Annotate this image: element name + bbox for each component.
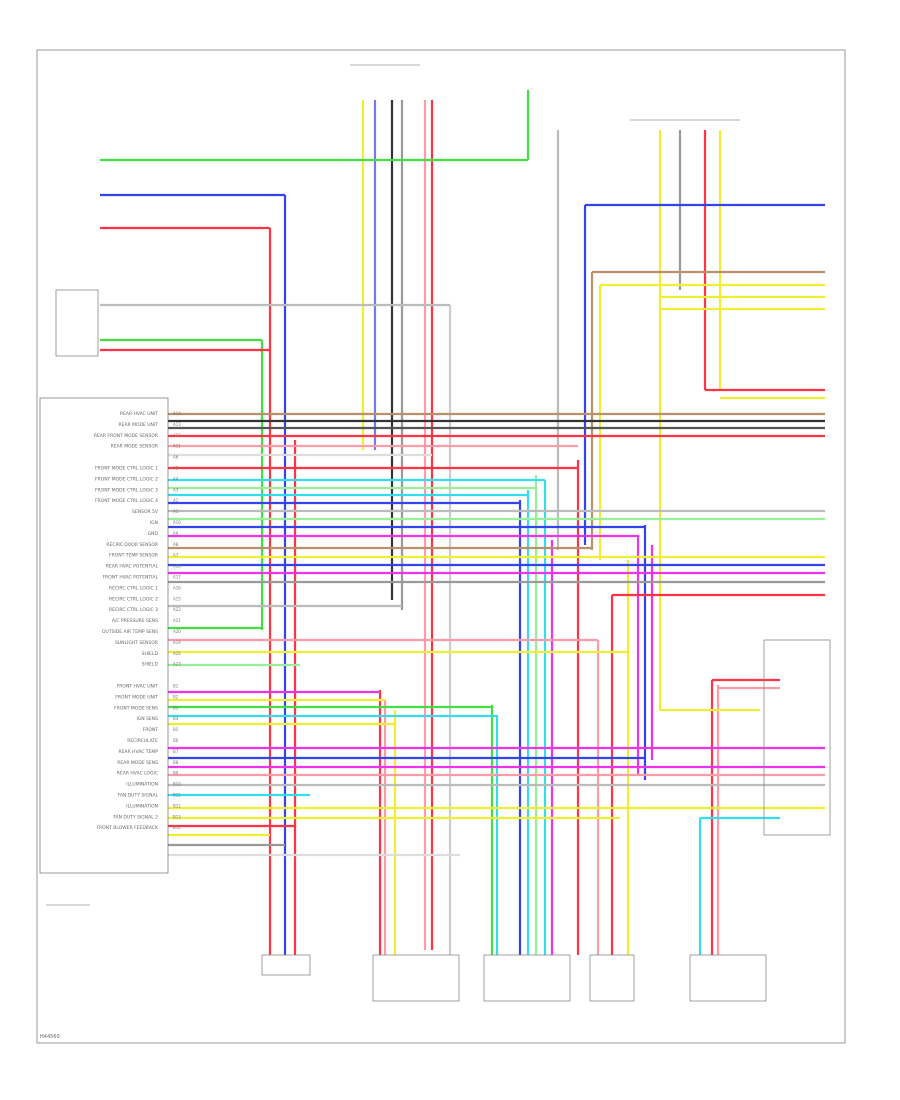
control-unit-row-label: GND xyxy=(148,531,159,537)
page-code: H44560 xyxy=(40,1034,60,1040)
control-unit-row-label: A/C PRESSURE SENS xyxy=(112,618,158,624)
control-unit-box xyxy=(39,397,169,874)
audio-unit-box xyxy=(689,954,767,1002)
control-unit-pin-label: A1 xyxy=(173,509,179,514)
control-unit-pin-label: B11 xyxy=(173,793,181,798)
control-unit-pin-label: A24 xyxy=(173,651,181,656)
ac-pressure-switch-box xyxy=(55,289,99,357)
control-unit-pin-label: A9 xyxy=(173,531,179,536)
control-unit-row-label: FRONT MODE UNIT xyxy=(115,694,158,700)
control-unit-pin-label: A4 xyxy=(173,476,179,481)
control-unit-pin-label: B5 xyxy=(173,727,179,732)
front-hvac-connector-box xyxy=(372,954,460,1002)
control-unit-pin-label: B8 xyxy=(173,760,179,765)
control-unit-row-label: REAR FRONT MODE SENSOR xyxy=(94,433,158,439)
control-unit-row-label: FRONT MODE CTRL LOGIC 2 xyxy=(95,476,158,482)
control-unit-row-label: RECIRC CTRL LOGIC 1 xyxy=(109,585,158,591)
auxiliary-unit-box xyxy=(763,639,831,836)
control-unit-row-label: RECIRC CTRL LOGIC 3 xyxy=(109,607,158,613)
control-unit-row-label: FAN DUTY SIGNAL 2 xyxy=(113,814,158,820)
control-unit-row-label: ILLUMINATION xyxy=(126,803,158,809)
control-unit-pin-label: A3 xyxy=(173,487,179,492)
control-unit-pin-label: A19 xyxy=(173,640,181,645)
control-unit-pin-label: B10 xyxy=(173,782,181,787)
control-unit-pin-label: A11 xyxy=(173,444,181,449)
control-unit-pin-label: A12 xyxy=(173,433,181,438)
control-unit-pin-label: B3 xyxy=(173,705,179,710)
control-unit-row-label: RECIRC CTRL LOGIC 2 xyxy=(109,596,158,602)
control-unit-pin-label: A21 xyxy=(173,618,181,623)
control-unit-pin-label: A5 xyxy=(173,466,179,471)
control-unit-row-label: FRONT MODE CTRL LOGIC 4 xyxy=(95,498,158,504)
components xyxy=(39,64,831,1002)
control-unit-row-label: RECIRCULATE xyxy=(127,738,158,744)
control-unit-row-label: FRONT MODE CTRL LOGIC 1 xyxy=(95,466,158,472)
control-unit-row-label: REAR MODE SENSOR xyxy=(111,444,158,450)
control-unit-pin-label: A22 xyxy=(173,607,181,612)
control-unit-row-label: FRONT TEMP SENSOR xyxy=(109,553,158,559)
control-unit-pin-label: B6 xyxy=(173,738,179,743)
control-unit-row-label: FRONT xyxy=(143,727,159,733)
control-unit-pin-label: A20 xyxy=(173,629,181,634)
control-unit-pin-label: B1 xyxy=(173,684,179,689)
control-unit-row-label: IGN xyxy=(150,520,158,526)
control-unit-row-label: FRONT MODE SENS xyxy=(114,705,158,711)
control-unit-row-label: SENSOR 5V xyxy=(132,509,159,515)
control-unit-row-label: REAR MODE SENS xyxy=(117,760,158,766)
control-unit-row-label: SHIELD xyxy=(142,651,159,657)
control-unit-pin-label: A16 xyxy=(173,585,181,590)
control-unit-row-label: FRONT HVAC UNIT xyxy=(117,684,159,690)
control-unit-row-label: IGN SENS xyxy=(136,716,158,722)
control-unit-pin-label: A7 xyxy=(173,553,179,558)
control-unit-row-label: REAR HVAC LOGIC xyxy=(117,771,158,777)
front-mode-connector-box xyxy=(483,954,571,1002)
control-unit-row-label: FAN DUTY SIGNAL xyxy=(118,793,159,799)
control-unit-pin-label: A2 xyxy=(173,498,179,503)
control-unit-pin-label: A23 xyxy=(173,662,181,667)
control-unit-pin-label: B12 xyxy=(173,803,181,808)
control-unit-pin-label: A15 xyxy=(173,596,181,601)
control-unit-pin-label: A14 xyxy=(173,411,181,416)
control-unit-row-label: RECIRC DOOR SENSOR xyxy=(106,542,158,548)
control-unit-pin-label: B2 xyxy=(173,694,179,699)
control-unit-pin-label: B4 xyxy=(173,716,179,721)
control-unit-row-labels: REAR HVAC UNIT REAR MODE UNIT REAR FRONT M… xyxy=(94,411,159,831)
control-unit-row-label: REAR HVAC UNIT xyxy=(120,411,158,417)
control-unit-pin-label: A8 xyxy=(173,542,179,547)
control-unit-pin-labels: A14A13A12A11A6A5A4A3A2A1A10A9A8A7A18A17A… xyxy=(173,411,181,830)
recirc-motor-box xyxy=(589,954,635,1002)
control-unit-row-label: FRONT BLOWER FEEDBACK xyxy=(96,825,159,831)
control-unit-row-label: OUTSIDE AIR TEMP SENS xyxy=(102,629,158,635)
control-unit-row-label: FRONT HVAC POTENTIAL xyxy=(103,575,159,581)
control-unit-pin-label: A13 xyxy=(173,422,181,427)
diagram-border xyxy=(36,49,846,1044)
control-unit-pin-label: B7 xyxy=(173,749,179,754)
control-unit-pin-label: B9 xyxy=(173,771,179,776)
control-unit-pin-label: B13 xyxy=(173,814,181,819)
control-unit-row-label: REAR HVAC TEMP xyxy=(118,749,158,755)
control-unit-pin-label: A10 xyxy=(173,520,181,525)
control-unit-pin-label: A17 xyxy=(173,575,181,580)
control-unit-row-label: FRONT MODE CTRL LOGIC 3 xyxy=(95,487,158,493)
control-unit-pin-label: B14 xyxy=(173,825,181,830)
control-unit-row-label: REAR MODE UNIT xyxy=(118,422,158,428)
horizontal-wires xyxy=(100,158,825,857)
vertical-wires xyxy=(260,90,722,955)
control-unit-row-label: SHIELD xyxy=(142,662,159,668)
control-unit-row-label: SUNLIGHT SENSOR xyxy=(115,640,158,646)
control-unit-row-label: ILLUMINATION xyxy=(126,782,158,788)
control-unit-pin-label: A6 xyxy=(173,455,179,460)
fuse-block-box xyxy=(261,954,311,976)
control-unit-row-label: REAR HVAC POTENTIAL xyxy=(106,564,159,570)
control-unit-pin-label: A18 xyxy=(173,564,181,569)
